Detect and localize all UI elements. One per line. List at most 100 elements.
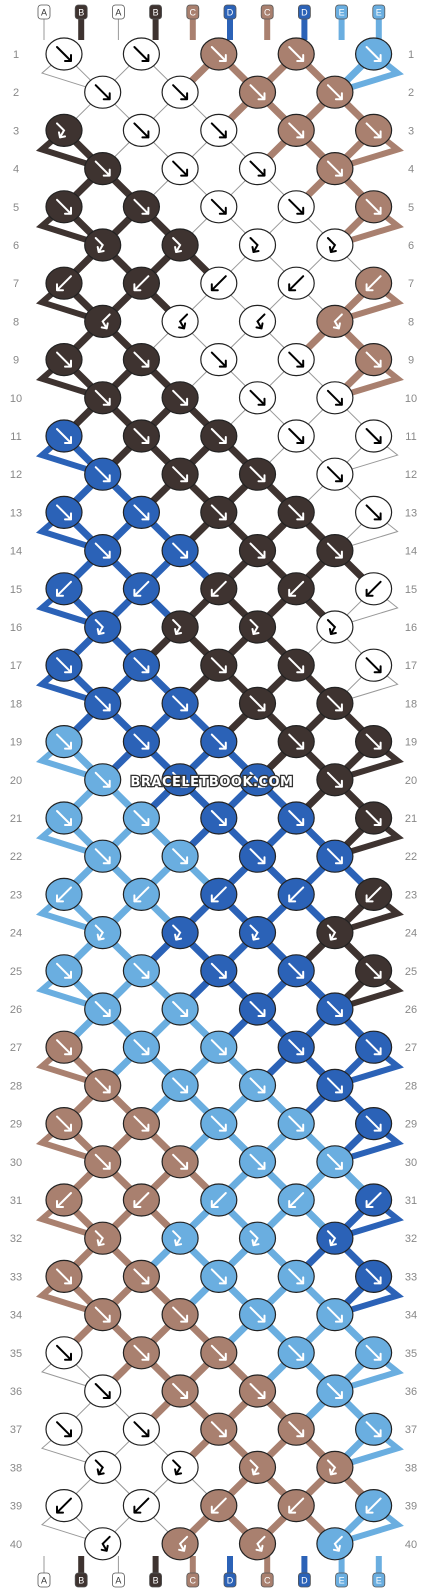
knot bbox=[84, 1145, 122, 1179]
arrow-icon bbox=[365, 1344, 382, 1361]
knot bbox=[238, 763, 277, 797]
strand-top-label: B bbox=[153, 8, 159, 18]
arrow-icon bbox=[133, 504, 150, 521]
knot bbox=[238, 839, 277, 873]
row-number-right: 5 bbox=[408, 202, 414, 214]
arrow-icon bbox=[133, 962, 150, 979]
arrow-icon bbox=[178, 313, 189, 330]
row-number-right: 22 bbox=[405, 851, 417, 863]
arrow-icon bbox=[210, 1192, 227, 1208]
row-number-right: 34 bbox=[405, 1310, 417, 1322]
arrow-icon bbox=[172, 1383, 189, 1399]
arrow-icon bbox=[249, 1077, 266, 1094]
row-number-right: 4 bbox=[408, 164, 414, 176]
knot bbox=[200, 37, 238, 71]
knot bbox=[316, 1527, 354, 1561]
knot bbox=[355, 724, 393, 759]
knot bbox=[238, 304, 277, 338]
knot bbox=[316, 152, 354, 186]
knot bbox=[45, 572, 83, 606]
row-number-right: 29 bbox=[405, 1119, 417, 1131]
arrow-icon bbox=[210, 198, 227, 215]
arrow-icon bbox=[94, 1306, 111, 1323]
arrow-icon bbox=[56, 1344, 72, 1361]
arrow-icon bbox=[210, 428, 227, 444]
row-number-left: 5 bbox=[13, 202, 19, 214]
row-number-left: 1 bbox=[13, 49, 19, 61]
arrow-icon bbox=[288, 657, 305, 674]
row-number-left: 35 bbox=[10, 1348, 22, 1360]
knot bbox=[200, 1412, 238, 1446]
arrow-icon bbox=[56, 962, 72, 979]
strand-top-label: E bbox=[339, 8, 345, 18]
row-number-left: 15 bbox=[10, 584, 22, 596]
knot bbox=[355, 572, 393, 606]
row-number-right: 2 bbox=[408, 87, 414, 99]
knot bbox=[277, 37, 315, 71]
knot bbox=[238, 1068, 277, 1103]
row-number-left: 14 bbox=[10, 546, 22, 558]
row-number-right: 16 bbox=[405, 622, 417, 634]
strand-top-tab bbox=[74, 4, 88, 20]
arrow-icon bbox=[133, 351, 150, 368]
arrow-icon bbox=[94, 695, 111, 712]
knot bbox=[277, 1106, 315, 1141]
arrow-icon bbox=[326, 1459, 337, 1476]
arrow-icon bbox=[94, 1383, 111, 1399]
arrow-icon bbox=[249, 1306, 266, 1323]
arrow-icon bbox=[210, 122, 227, 139]
arrow-icon bbox=[326, 848, 343, 865]
knot bbox=[200, 1183, 238, 1217]
knot bbox=[316, 457, 354, 491]
knot bbox=[122, 495, 160, 530]
arrow-icon bbox=[249, 848, 266, 865]
arrow-icon bbox=[326, 466, 343, 483]
strand-bottom-label: E bbox=[376, 1576, 382, 1586]
arrow-icon bbox=[255, 313, 266, 330]
knot bbox=[355, 113, 393, 147]
knot bbox=[122, 801, 160, 835]
row-number-right: 8 bbox=[408, 316, 414, 328]
arrow-icon bbox=[56, 810, 72, 826]
knot bbox=[84, 1527, 122, 1561]
arrow-icon bbox=[172, 542, 189, 559]
row-number-right: 24 bbox=[405, 928, 417, 940]
arrow-icon bbox=[56, 1268, 72, 1285]
knot bbox=[84, 1068, 122, 1103]
arrow-icon bbox=[288, 1192, 305, 1208]
arrow-icon bbox=[326, 619, 337, 635]
arrow-icon bbox=[210, 580, 227, 597]
row-number-left: 36 bbox=[10, 1386, 22, 1398]
arrow-icon bbox=[365, 428, 382, 444]
arrow-icon bbox=[133, 1192, 150, 1208]
arrow-icon bbox=[56, 198, 72, 215]
arrow-icon bbox=[249, 84, 266, 101]
arrow-icon bbox=[326, 389, 343, 406]
knot bbox=[277, 1336, 315, 1370]
knot bbox=[316, 610, 354, 644]
knot bbox=[316, 1221, 354, 1255]
arrow-icon bbox=[365, 504, 382, 521]
arrow-icon bbox=[249, 1001, 266, 1017]
arrow-icon bbox=[326, 1230, 337, 1247]
row-number-right: 39 bbox=[405, 1501, 417, 1513]
knot bbox=[45, 495, 83, 530]
arrow-icon bbox=[172, 1001, 189, 1017]
knot-layer bbox=[45, 37, 393, 1561]
arrow-icon bbox=[56, 504, 72, 521]
row-number-right: 21 bbox=[405, 813, 417, 825]
arrow-icon bbox=[365, 1268, 382, 1285]
strand-top-tab bbox=[297, 4, 311, 20]
arrow-icon bbox=[365, 657, 382, 674]
arrow-icon bbox=[94, 160, 111, 177]
knot bbox=[122, 1488, 160, 1523]
knot bbox=[277, 1488, 315, 1523]
knot bbox=[355, 877, 393, 912]
arrow-icon bbox=[210, 1039, 227, 1056]
knot bbox=[45, 1336, 83, 1370]
arrow-icon bbox=[210, 1344, 227, 1361]
knot bbox=[84, 228, 122, 262]
knot bbox=[122, 1336, 160, 1370]
row-number-right: 10 bbox=[405, 393, 417, 405]
arrow-icon bbox=[210, 351, 227, 368]
